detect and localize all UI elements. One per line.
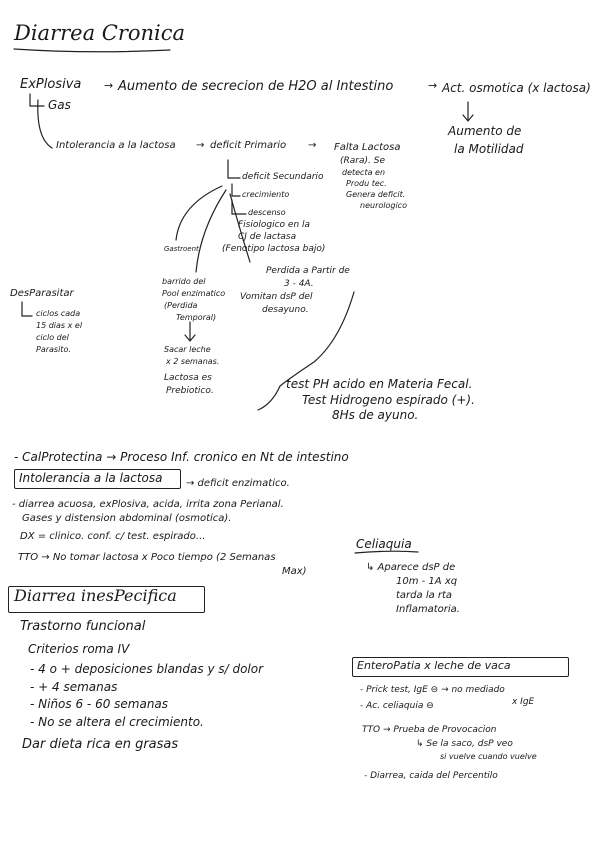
- descenso-hook: [231, 199, 247, 215]
- gastroent: Gastroent.: [164, 245, 201, 253]
- crecimiento: crecimiento: [242, 190, 290, 199]
- falta-rara: (Rara). Se: [340, 156, 385, 166]
- intol-box-tto-2: Max): [282, 566, 307, 577]
- criterios: Criterios roma IV: [28, 642, 130, 656]
- intol-box-dx: DX = clinico. conf. c/ test. espirado...: [20, 531, 206, 542]
- trastorno-funcional: Trastorno funcional: [20, 619, 146, 634]
- intol-box-1: - diarrea acuosa, exPlosiva, acida, irri…: [12, 499, 284, 510]
- enteropatia-tto-3: si vuelve cuando vuelve: [440, 752, 537, 761]
- intolerancia-box: [14, 469, 181, 489]
- arrow-icon: →: [196, 140, 205, 151]
- perdida-1: Perdida a Partir de: [266, 266, 350, 276]
- celiaquia-4: Inflamatoria.: [396, 604, 460, 615]
- perdida-3: Vomitan dsP del: [240, 292, 313, 302]
- gas-label: Gas: [48, 98, 71, 112]
- celiaquia-label: Celiaquia: [356, 537, 412, 551]
- intol-box-2: Gases y distension abdominal (osmotica).: [22, 513, 232, 524]
- fenotipo: (Fenotipo lactosa bajo): [222, 244, 326, 254]
- barrido-2: Pool enzimatico: [162, 289, 226, 298]
- enteropatia-tto: TTO → Prueba de Provocacion: [362, 725, 497, 735]
- enteropatia-box: [352, 657, 569, 677]
- lactosa-2: Prebiotico.: [166, 386, 214, 396]
- criterio-1: - 4 o + deposiciones blandas y s/ dolor: [30, 662, 264, 676]
- dar-dieta: Dar dieta rica en grasas: [22, 737, 179, 752]
- title-underline: [13, 48, 171, 53]
- gastroent-branch: [175, 185, 223, 241]
- diarrea-inespecifica-box: [8, 586, 205, 613]
- deficit-primario: deficit Primario: [210, 140, 287, 151]
- page-title: Diarrea Cronica: [14, 21, 186, 45]
- celiaquia-1: ↳ Aparece dsP de: [366, 562, 456, 573]
- gas-arrow: [29, 93, 45, 107]
- explosiva-aumento: Aumento de secrecion de H2O al Intestino: [118, 79, 394, 94]
- falta-detecta: detecta en: [342, 168, 386, 177]
- intolerancia-label: Intolerancia a la lactosa: [56, 140, 176, 151]
- barrido-branch: [195, 189, 227, 273]
- enteropatia-label: EnteroPatia x leche de vaca: [357, 659, 511, 672]
- criterio-3: - Niños 6 - 60 semanas: [30, 697, 169, 711]
- desparasitar-1: ciclos cada: [36, 309, 81, 318]
- sacar-2: x 2 semanas.: [166, 357, 220, 366]
- lactosa-1: Lactosa es: [164, 373, 212, 383]
- celiaquia-3: tarda la rta: [396, 590, 453, 601]
- criterio-4: - No se altera el crecimiento.: [30, 715, 204, 729]
- explosiva-label: ExPlosiva: [20, 77, 82, 92]
- fisiologico-2: CJ de lactasa: [238, 232, 297, 242]
- intol-box-label: Intolerancia a la lactosa: [19, 471, 163, 485]
- enteropatia-3: - Diarrea, caida del Percentilo: [364, 771, 498, 781]
- deficit-secundario: deficit Secundario: [242, 172, 324, 182]
- falta-genera: Genera deficit.: [346, 190, 406, 199]
- test-2: Test Hidrogeno espirado (+).: [302, 393, 475, 407]
- crecimiento-hook: [231, 183, 241, 197]
- fisiologico-1: Fisiologico en la: [238, 220, 311, 230]
- secundario-arrow: [227, 159, 241, 179]
- desparasitar-2: 15 dias x el: [36, 321, 83, 330]
- desparasitar-4: Parasito.: [36, 345, 71, 354]
- celiaquia-2: 10m - 1A xq: [396, 576, 458, 587]
- enteropatia-tto-2: ↳ Se la saco, dsP veo: [416, 739, 513, 749]
- calprotectina: - CalProtectina → Proceso Inf. cronico e…: [14, 450, 349, 464]
- aumento-motilidad-1: Aumento de: [448, 124, 522, 138]
- intol-box-tto-1: TTO → No tomar lactosa x Poco tiempo (2 …: [18, 552, 276, 563]
- barrido-3: (Perdida: [164, 301, 198, 310]
- perdida-2: 3 - 4A.: [284, 279, 314, 289]
- aumento-motilidad-2: la Motilidad: [454, 142, 524, 156]
- act-osmotica: Act. osmotica (x lactosa): [442, 81, 591, 95]
- enteropatia-2: - Ac. celiaquia ⊖: [360, 701, 434, 711]
- celiaquia-underline: [354, 550, 419, 554]
- arrow-icon: →: [308, 140, 317, 151]
- barrido-1: barrido del: [162, 277, 206, 286]
- falta-lactosa: Falta Lactosa: [334, 142, 401, 153]
- enteropatia-1: - Prick test, IgE ⊖ → no mediado: [360, 685, 505, 695]
- desparasitar-3: ciclo del: [36, 333, 69, 342]
- descenso: descenso: [248, 208, 286, 217]
- diarrea-inespecifica-label: Diarrea inesPecifica: [14, 586, 177, 605]
- falta-produtec: Produ tec.: [346, 179, 387, 188]
- desparasitar-label: DesParasitar: [10, 288, 74, 299]
- barrido-4: Temporal): [176, 313, 217, 322]
- arrow-icon: →: [428, 79, 438, 92]
- desparasitar-hook: [21, 301, 33, 317]
- intol-box-deficit: → deficit enzimatico.: [186, 478, 290, 489]
- test-1: test PH acido en Materia Fecal.: [286, 377, 473, 391]
- enteropatia-1b: x IgE: [512, 697, 535, 707]
- criterio-2: - + 4 semanas: [30, 680, 118, 694]
- test-3: 8Hs de ayuno.: [332, 408, 419, 422]
- perdida-4: desayuno.: [262, 305, 309, 315]
- falta-neuro: neurologico: [360, 201, 407, 210]
- sacar-1: Sacar leche: [164, 345, 211, 354]
- arrow-icon: →: [104, 79, 114, 92]
